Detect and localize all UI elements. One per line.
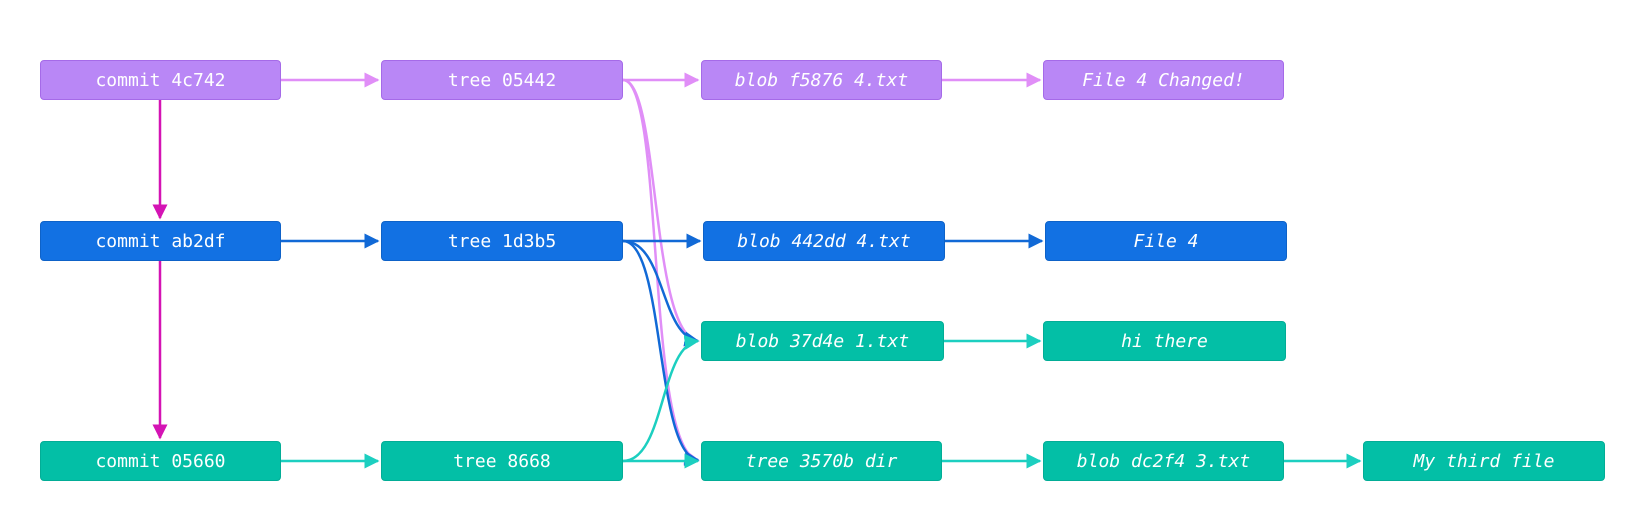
edge-05442-3570b	[622, 78, 700, 465]
edge-8668-37d4e	[622, 334, 700, 463]
node-content-442dd[interactable]: File 4	[1045, 221, 1287, 261]
node-blob-442dd[interactable]: blob 442dd 4.txt	[703, 221, 945, 261]
node-tree-3570b[interactable]: tree 3570b dir	[701, 441, 942, 481]
node-tree-05442[interactable]: tree 05442	[381, 60, 623, 100]
edge-05442-37d4e	[622, 78, 700, 347]
node-commit-05660[interactable]: commit 05660	[40, 441, 281, 481]
edge-1d3b5-3570b	[622, 239, 700, 466]
node-blob-f5876[interactable]: blob f5876 4.txt	[701, 60, 942, 100]
node-tree-8668[interactable]: tree 8668	[381, 441, 623, 481]
node-tree-1d3b5[interactable]: tree 1d3b5	[381, 221, 623, 261]
node-content-dc2f4[interactable]: My third file	[1363, 441, 1605, 481]
node-blob-37d4e[interactable]: blob 37d4e 1.txt	[701, 321, 944, 361]
node-blob-dc2f4[interactable]: blob dc2f4 3.txt	[1043, 441, 1284, 481]
node-commit-ab2df[interactable]: commit ab2df	[40, 221, 281, 261]
node-commit-4c742[interactable]: commit 4c742	[40, 60, 281, 100]
node-content-f5876[interactable]: File 4 Changed!	[1043, 60, 1284, 100]
node-content-37d4e[interactable]: hi there	[1043, 321, 1286, 361]
